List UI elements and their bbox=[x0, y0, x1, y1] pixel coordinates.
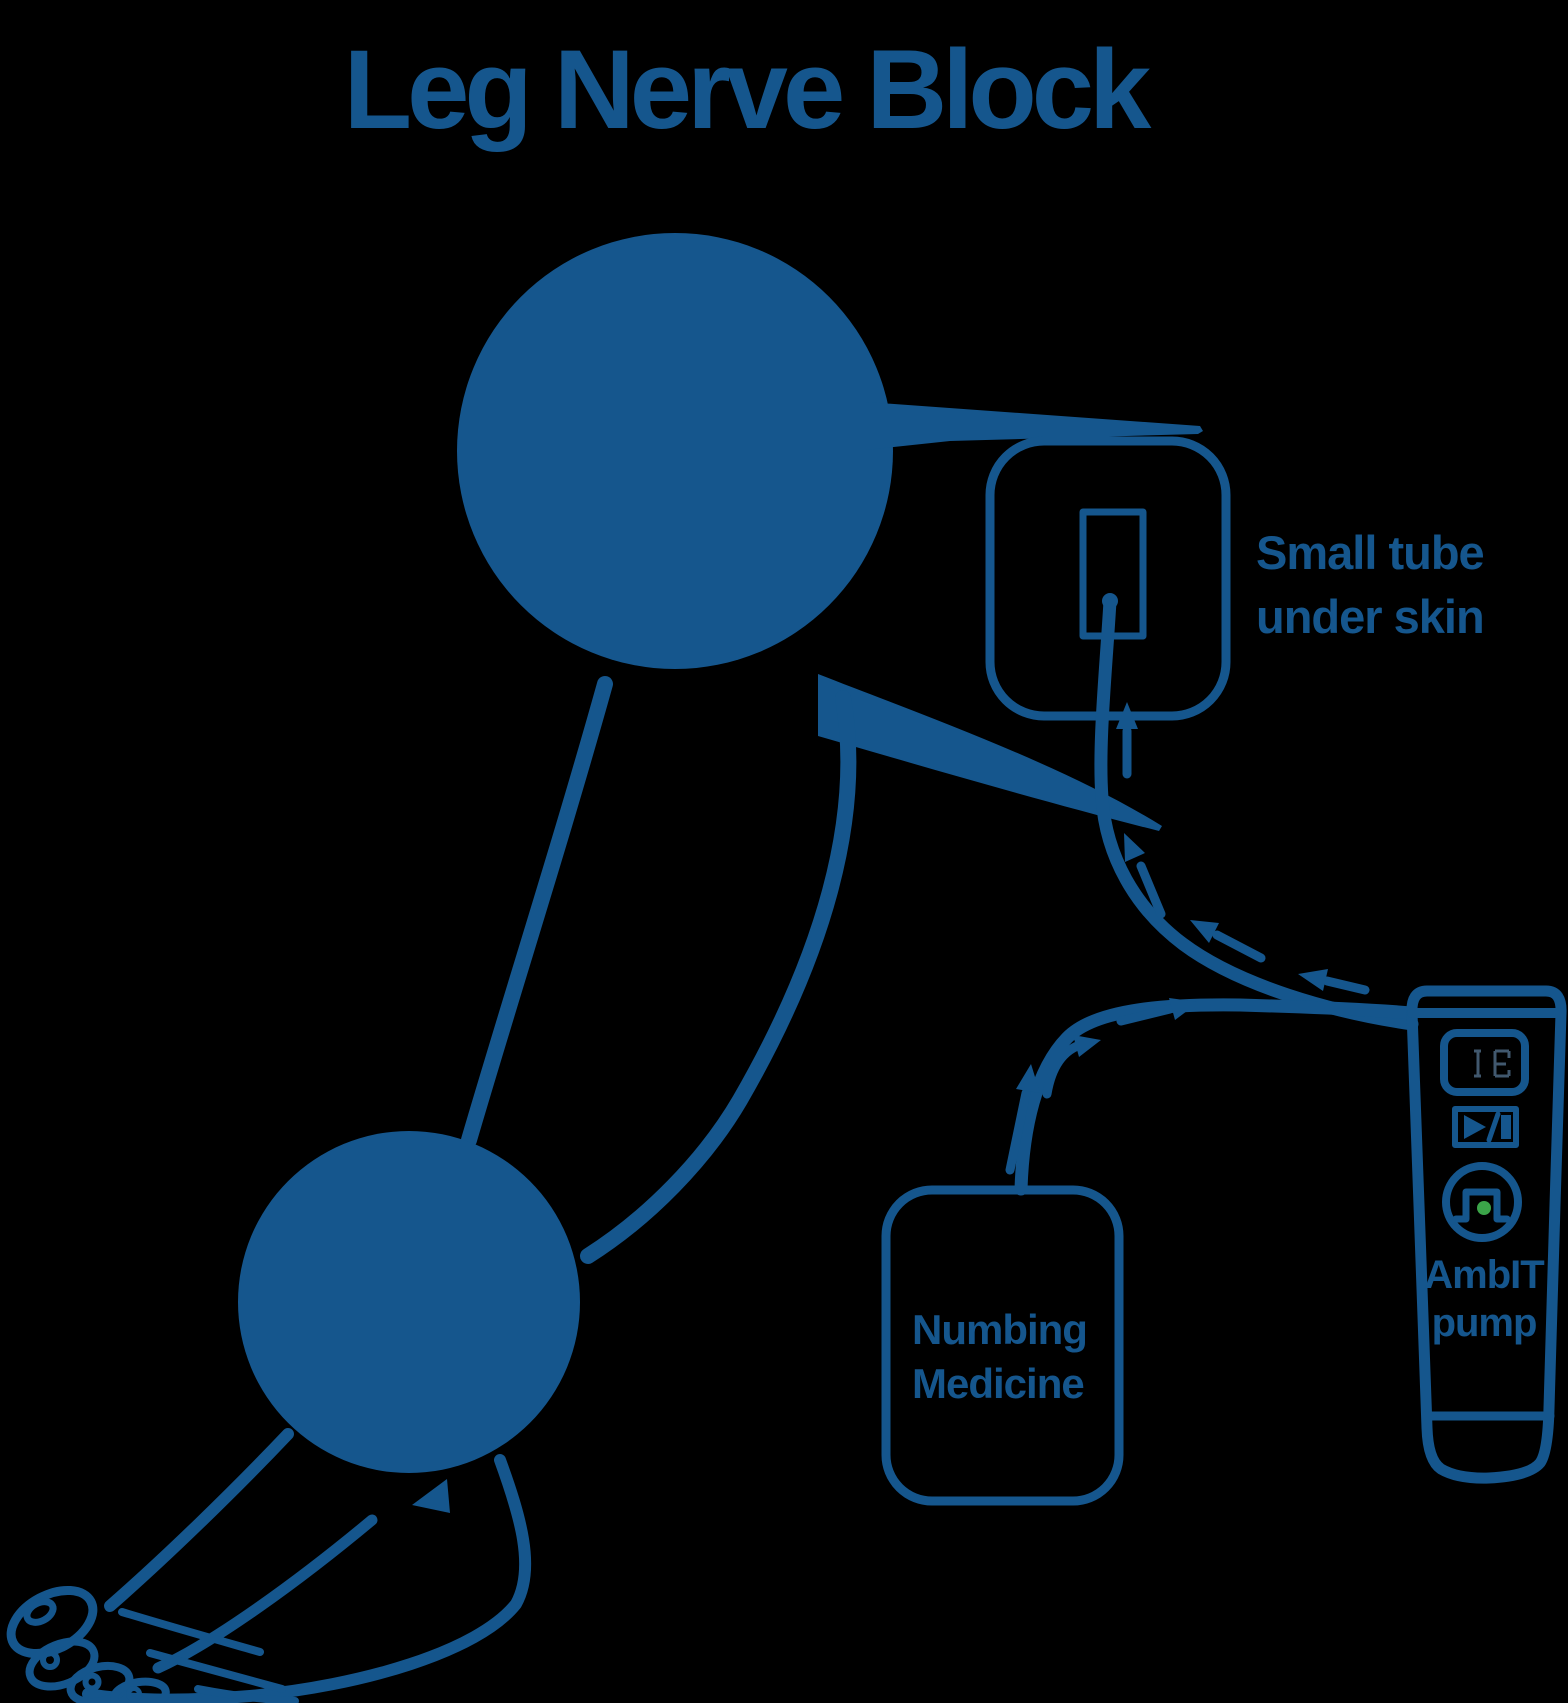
page-title: Leg Nerve Block bbox=[344, 27, 1152, 152]
medicine-bag-outline bbox=[881, 1185, 1124, 1506]
flow-arrow-icon bbox=[1116, 1004, 1175, 1026]
medicine-supply-tube bbox=[1014, 998, 1419, 1196]
arrowhead bbox=[1116, 702, 1138, 729]
pump-label-line2: pump bbox=[1432, 1301, 1537, 1345]
green-indicator-dot bbox=[1477, 1201, 1491, 1215]
toe-nail bbox=[82, 1672, 102, 1692]
play-pause-button bbox=[1452, 1106, 1519, 1148]
arrowhead bbox=[1169, 998, 1199, 1020]
numbing-medicine-bag: Numbing Medicine bbox=[881, 1185, 1124, 1506]
bolus-pulse-icon bbox=[1452, 1188, 1511, 1223]
foot-top-line bbox=[104, 1428, 294, 1612]
pump-label-line1: AmbIT bbox=[1424, 1253, 1544, 1297]
screen-digit-glyphs bbox=[1474, 1049, 1511, 1078]
ambit-pump: AmbIT pump bbox=[1406, 985, 1567, 1484]
ankle-notch bbox=[412, 1479, 450, 1513]
tube-label: Small tube under skin bbox=[1256, 526, 1485, 643]
foot-inner-line bbox=[152, 1514, 378, 1674]
patch-leader-line bbox=[866, 402, 1203, 450]
flow-arrows bbox=[1005, 702, 1370, 1175]
shin-front-line bbox=[461, 676, 613, 1148]
arrowhead bbox=[1124, 833, 1145, 862]
arrowhead bbox=[1073, 1035, 1101, 1057]
arrowhead bbox=[1190, 920, 1219, 943]
flow-arrow-icon bbox=[1322, 976, 1370, 995]
bolus-button bbox=[1442, 1162, 1522, 1242]
bag-label-line1: Numbing bbox=[912, 1306, 1087, 1353]
toe-outline bbox=[66, 1661, 134, 1703]
flow-arrow-icon bbox=[1136, 861, 1166, 919]
arrowhead bbox=[1298, 969, 1328, 991]
pause-icon bbox=[1501, 1115, 1511, 1139]
tube-label-line1: Small tube bbox=[1256, 526, 1484, 579]
flow-arrow-icon bbox=[1005, 1088, 1031, 1175]
ankle-nerve-block-site-circle bbox=[238, 1131, 580, 1473]
heel-sole-line bbox=[82, 1454, 532, 1703]
arrowhead bbox=[1016, 1064, 1040, 1093]
toe-crease-line bbox=[194, 1685, 299, 1703]
knee-outline bbox=[818, 674, 1162, 831]
play-icon bbox=[1464, 1115, 1486, 1139]
toe-crease-line bbox=[146, 1649, 286, 1693]
thigh-nerve-block-site-circle bbox=[457, 233, 893, 669]
toe-crease-line bbox=[118, 1608, 264, 1656]
pump-screen bbox=[1440, 1029, 1529, 1096]
foot-with-toes-outline bbox=[6, 1428, 532, 1703]
bag-label-line2: Medicine bbox=[912, 1360, 1084, 1407]
slash-icon bbox=[1486, 1111, 1501, 1143]
flow-arrow-icon bbox=[1212, 930, 1266, 963]
toe-nail bbox=[126, 1686, 142, 1702]
big-toe-nail bbox=[23, 1598, 57, 1626]
bent-leg-outline bbox=[238, 233, 1203, 1513]
catheter-tube bbox=[1094, 594, 1419, 1031]
calf-back-line bbox=[580, 690, 857, 1264]
tube-label-line2: under skin bbox=[1256, 590, 1484, 643]
toe-outline bbox=[110, 1677, 170, 1703]
toe-nail bbox=[40, 1650, 60, 1670]
